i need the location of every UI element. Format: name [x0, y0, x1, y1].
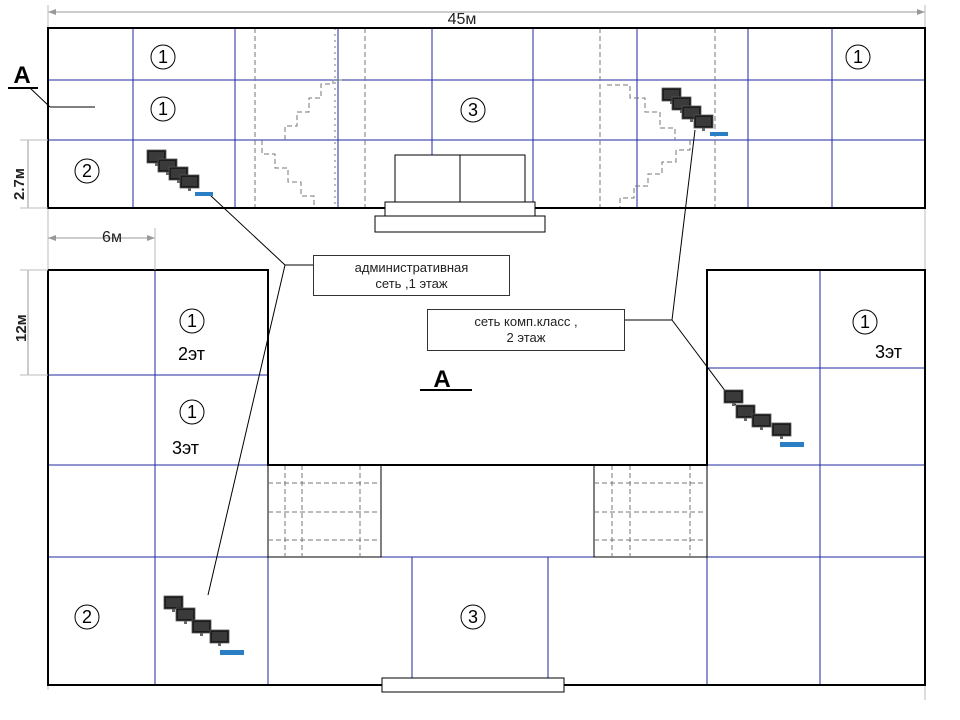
main-building-wall — [47, 269, 926, 686]
section-mark-left: А — [8, 62, 95, 108]
computer-group-icon — [661, 87, 728, 136]
room-width-dimension: 6м — [48, 228, 156, 270]
svg-text:3: 3 — [468, 100, 478, 120]
admin-network-callout: административная сеть ,1 этаж — [313, 255, 510, 296]
floor-label-3et-right: 3эт — [875, 342, 902, 362]
section-mark-center: А — [420, 366, 472, 393]
room-marker-1-top-b: 1 — [150, 96, 176, 122]
svg-text:1: 1 — [187, 402, 197, 422]
computer-group-icon — [163, 595, 244, 655]
room-marker-1-left-2et: 1 — [179, 308, 205, 334]
lab-network-callout: сеть комп.класс , 2 этаж — [427, 309, 625, 351]
entrance-canopy — [374, 154, 546, 233]
top-stairwell-left — [254, 28, 366, 208]
svg-text:3: 3 — [468, 607, 478, 627]
room-width-label: 6м — [102, 229, 122, 246]
admin-leader-bottom — [207, 264, 286, 596]
top-stairwell-right — [599, 28, 716, 208]
wing-height-dimension: 2.7м — [11, 139, 48, 209]
room-marker-1-right-3et: 1 — [852, 309, 878, 335]
room-marker-2-bottom: 2 — [74, 604, 100, 630]
room-marker-2-top: 2 — [74, 158, 100, 184]
lab-leader-top — [625, 129, 696, 321]
svg-text:2: 2 — [82, 161, 92, 181]
computer-group-icon — [146, 149, 213, 196]
lower-stairwell-left — [267, 464, 382, 558]
svg-text:1: 1 — [158, 47, 168, 67]
lab-network-line1: сеть комп.класс , — [474, 314, 578, 329]
floor-label-3et-left: 3эт — [172, 438, 199, 458]
svg-text:1: 1 — [158, 99, 168, 119]
block-height-label: 12м — [13, 314, 30, 342]
wing-height-label: 2.7м — [11, 168, 28, 200]
room-marker-3-bottom: 3 — [460, 604, 486, 630]
section-mark-left-label: А — [13, 62, 30, 89]
room-marker-3-top: 3 — [460, 97, 486, 123]
width-dimension-label: 45м — [448, 11, 477, 28]
admin-network-line1: административная — [354, 260, 469, 275]
room-marker-1-top-right: 1 — [845, 44, 871, 70]
admin-network-line2: сеть ,1 этаж — [375, 276, 448, 291]
svg-text:2: 2 — [82, 607, 92, 627]
bottom-entrance-step — [381, 677, 565, 693]
svg-text:1: 1 — [853, 47, 863, 67]
svg-text:1: 1 — [187, 311, 197, 331]
svg-text:1: 1 — [860, 312, 870, 332]
computer-group-icon — [723, 389, 804, 447]
admin-leader-top — [209, 194, 313, 266]
floor-label-2et: 2эт — [178, 344, 205, 364]
lab-network-line2: 2 этаж — [506, 330, 546, 345]
section-mark-center-label: А — [433, 366, 450, 393]
room-marker-1-left-3et: 1 — [179, 399, 205, 425]
room-marker-1-top-a: 1 — [150, 44, 176, 70]
block-height-dimension: 12м — [13, 269, 48, 376]
lower-stairwell-right — [593, 464, 708, 558]
